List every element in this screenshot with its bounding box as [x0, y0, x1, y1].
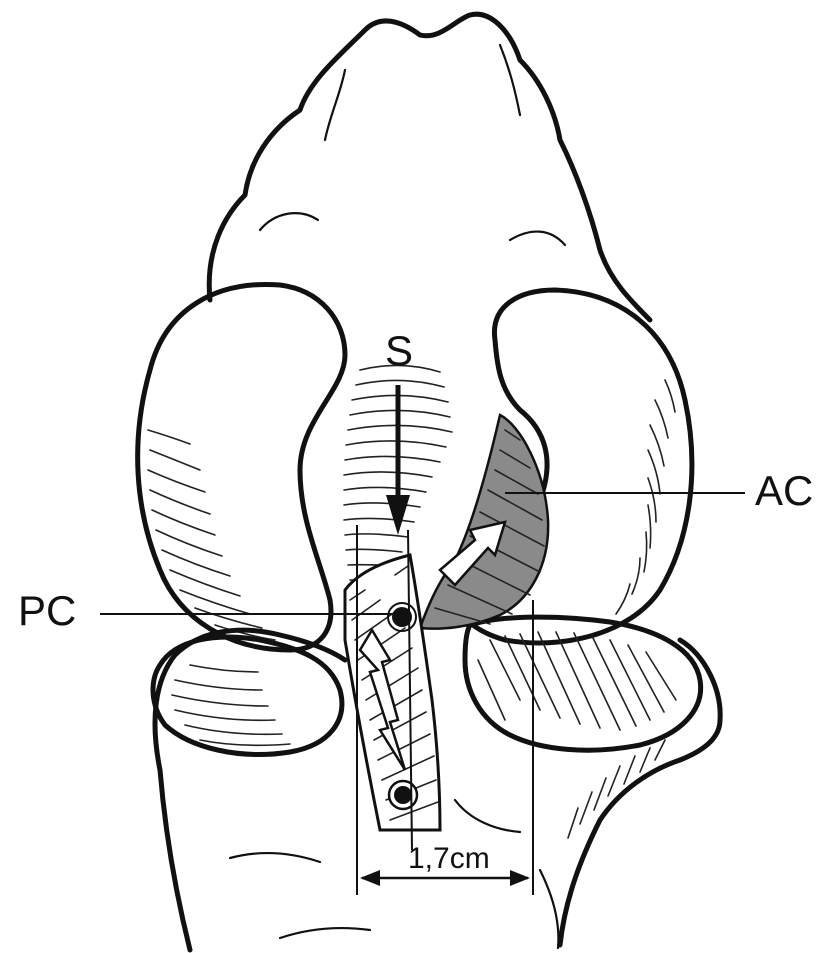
label-pc: PC — [18, 587, 76, 634]
label-ac: AC — [755, 467, 813, 514]
tibia-contour-right — [540, 870, 558, 948]
medial-tibial-plateau — [153, 637, 342, 754]
measure-arrowhead-left — [360, 870, 380, 886]
s-arrow-head — [386, 495, 410, 535]
tibia-contour-mid — [455, 800, 520, 832]
tibia-outline-right — [560, 640, 720, 945]
tibial-tunnel-core — [394, 786, 412, 804]
tibia-contour-left — [230, 853, 320, 862]
femur-ridge-left — [260, 213, 318, 230]
femur-inner-line-left — [325, 70, 345, 140]
label-distance: 1,7cm — [408, 842, 490, 875]
femur-outline — [209, 14, 650, 320]
left-condyle-hatching — [148, 430, 275, 640]
tibia-outline — [155, 630, 345, 950]
tibia-ridge-hatching — [568, 740, 665, 838]
label-s: S — [385, 327, 413, 374]
ac-graft — [420, 415, 548, 629]
left-plateau-hatching — [172, 665, 290, 745]
measure-arrowhead-right — [510, 870, 530, 886]
right-plateau-hatching — [478, 632, 676, 730]
tibia-contour-bottom — [280, 928, 370, 938]
femur-ridge-right — [510, 232, 565, 245]
medial-femoral-condyle — [138, 284, 345, 650]
